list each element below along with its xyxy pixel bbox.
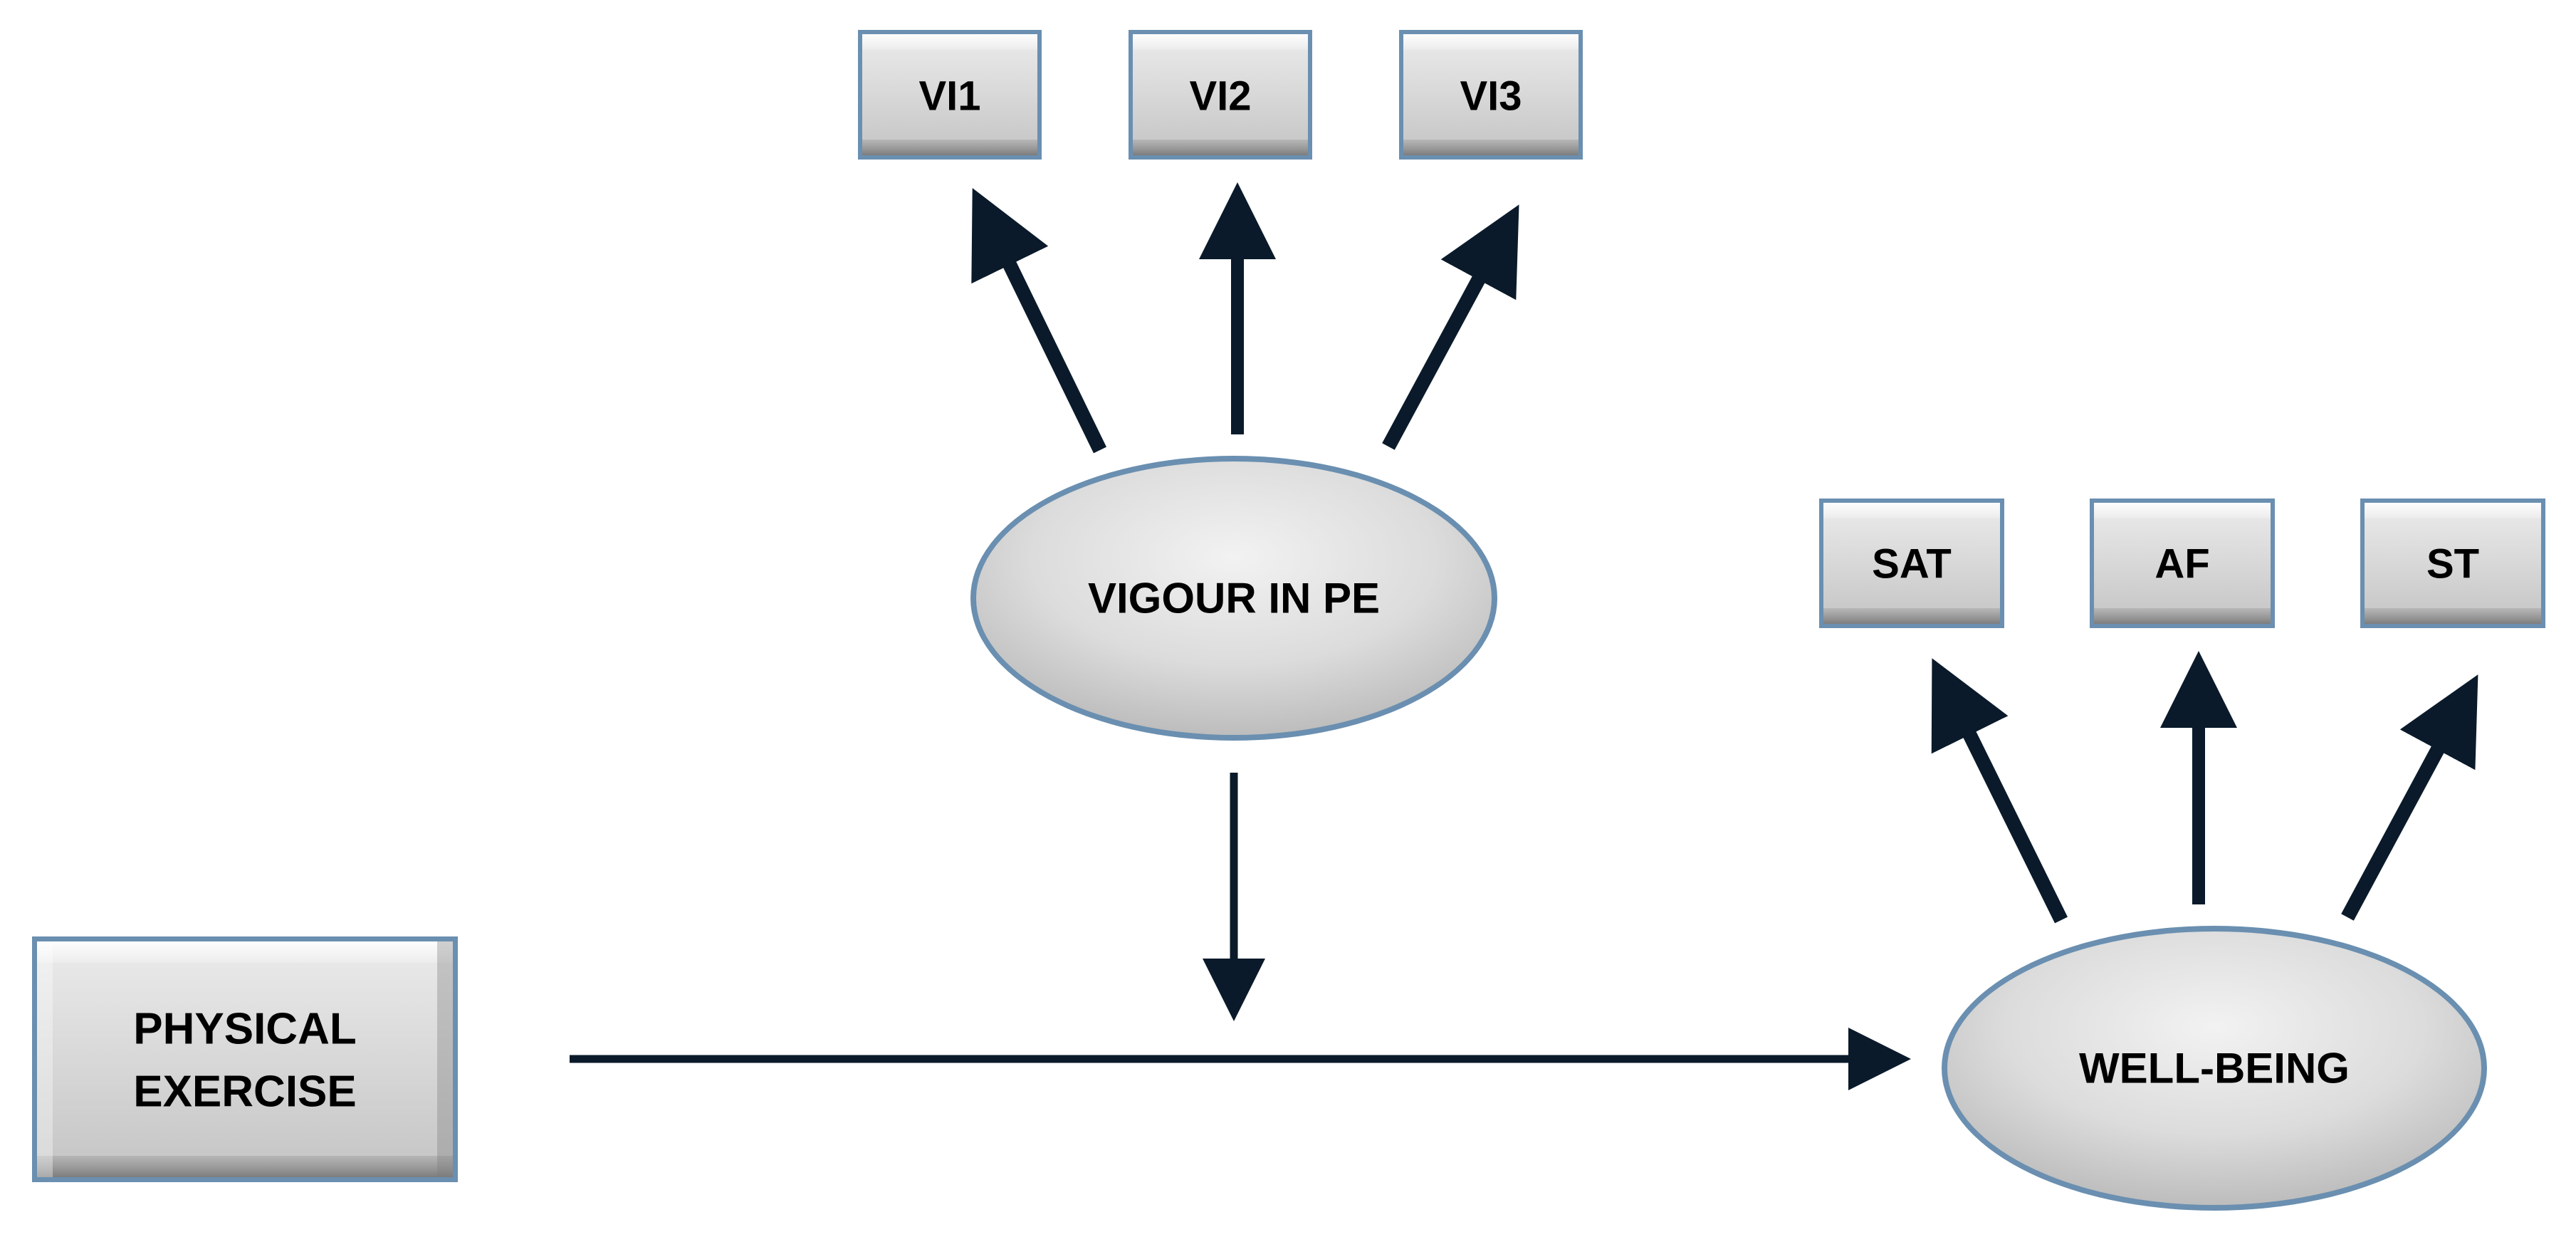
arrow-wellbeing-to-st (2341, 674, 2478, 921)
observed-physical-exercise: PHYSICAL EXERCISE (32, 936, 458, 1182)
arrow-vigour-to-vi3 (1382, 204, 1519, 450)
wellbeing-indicators: SAT AF ST (1819, 499, 2545, 628)
latent-label-vigour: VIGOUR IN PE (1088, 575, 1380, 622)
indicator-label-st: ST (2426, 541, 2479, 588)
physical-exercise-line2: EXERCISE (133, 1068, 357, 1117)
indicator-label-vi2: VI2 (1189, 73, 1251, 120)
arrow-wellbeing-to-sat (1931, 658, 2068, 924)
indicator-box-vi1: VI1 (858, 30, 1042, 160)
indicator-box-st: ST (2360, 499, 2545, 628)
indicator-label-vi1: VI1 (918, 73, 980, 120)
indicator-label-sat: SAT (1872, 541, 1952, 588)
indicator-box-vi3: VI3 (1399, 30, 1583, 160)
indicator-label-af: AF (2154, 541, 2209, 588)
latent-vigour: VIGOUR IN PE (970, 456, 1497, 741)
indicator-label-vi3: VI3 (1460, 73, 1522, 120)
vigour-indicators: VI1 VI2 VI3 (858, 30, 1583, 160)
latent-wellbeing: WELL-BEING (1942, 926, 2487, 1211)
physical-exercise-line1: PHYSICAL (133, 1005, 356, 1054)
arrows (570, 182, 2478, 1090)
indicator-box-af: AF (2090, 499, 2275, 628)
indicator-box-sat: SAT (1819, 499, 2004, 628)
latent-label-wellbeing: WELL-BEING (2079, 1045, 2350, 1092)
arrow-vigour-to-vi1 (971, 188, 1106, 454)
indicator-box-vi2: VI2 (1129, 30, 1312, 160)
